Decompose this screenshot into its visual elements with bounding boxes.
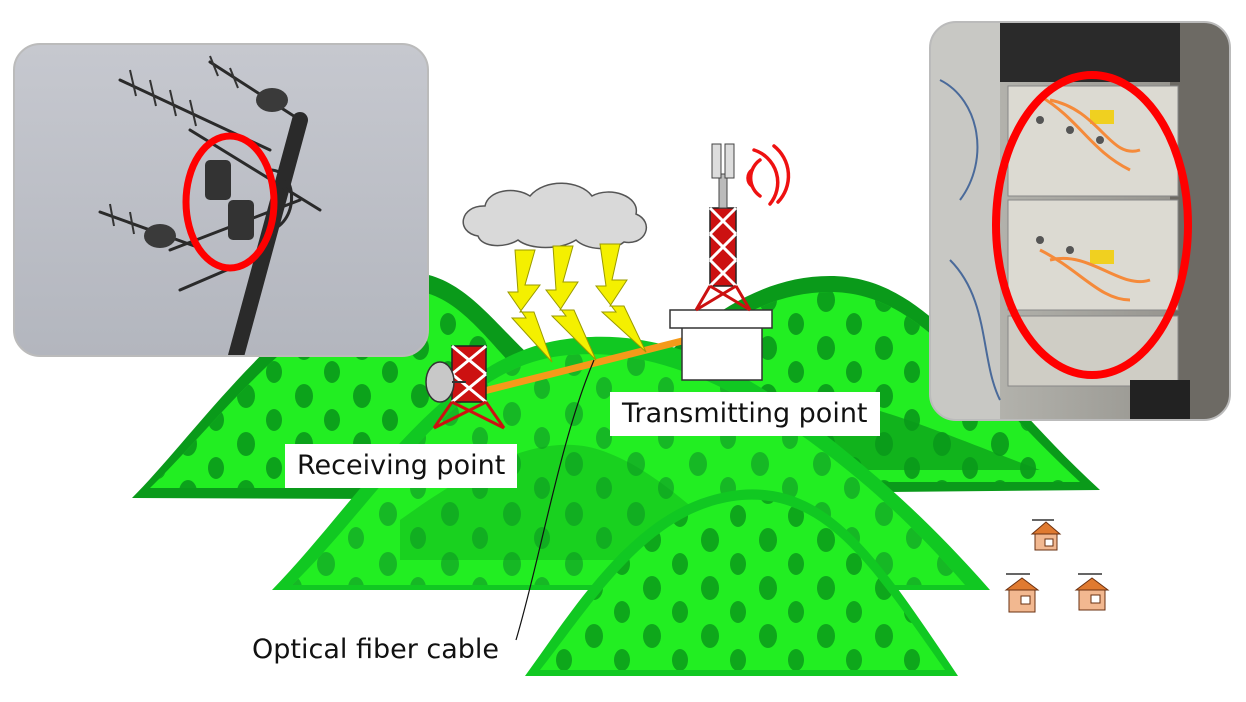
tower-icon xyxy=(432,344,506,430)
optical-fiber-line xyxy=(479,336,687,396)
transmitting-point-label: Transmitting point xyxy=(610,392,880,436)
radio-waves-icon xyxy=(746,144,791,206)
receiving-point-label: Receiving point xyxy=(285,444,518,488)
fiber-leader-line xyxy=(515,359,595,641)
house-icon xyxy=(1030,519,1062,551)
optical-fiber-cable-label: Optical fiber cable xyxy=(252,634,500,665)
tower-icon xyxy=(694,143,752,312)
lightning-icon xyxy=(507,243,647,363)
transmitting-equipment-photo xyxy=(929,21,1231,421)
dish-antenna-icon xyxy=(425,361,466,403)
receiving-antenna-photo xyxy=(13,43,429,357)
front-hill xyxy=(525,489,958,676)
highlight-ring xyxy=(992,71,1192,379)
house-icon xyxy=(1074,573,1110,611)
transmitting-building xyxy=(669,309,773,381)
cloud-icon xyxy=(462,182,647,250)
highlight-ring xyxy=(182,132,278,272)
house-icon xyxy=(1004,573,1040,613)
